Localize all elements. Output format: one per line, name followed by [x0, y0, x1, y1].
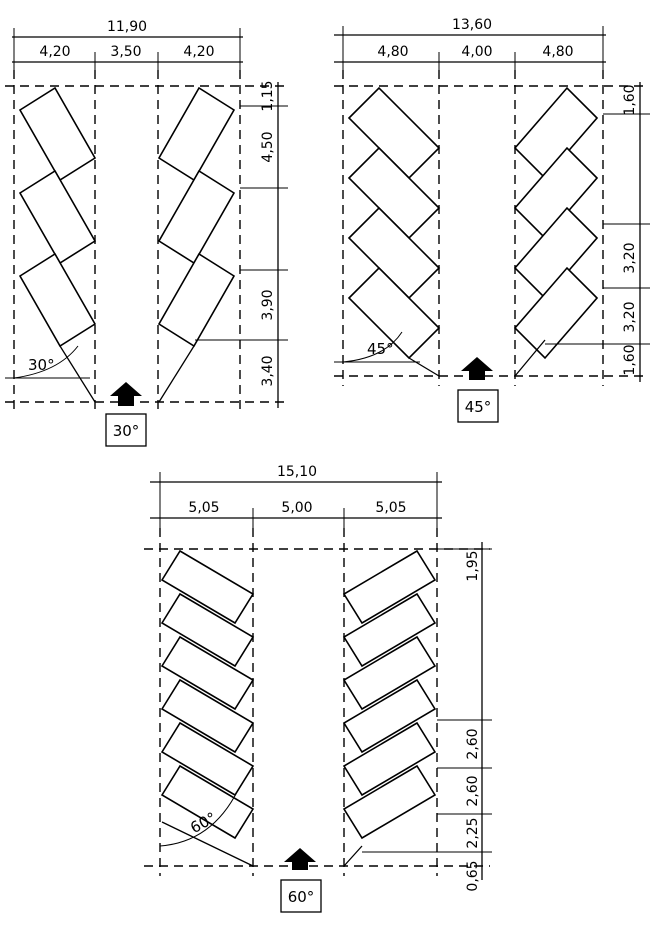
stall — [342, 635, 437, 711]
total-width: 13,60 — [452, 17, 492, 33]
stall — [160, 764, 255, 840]
dim-4: 2,25 — [465, 817, 481, 848]
diagram-30: 11,90 4,20 3,50 4,20 30° 1,15 4,50 3,9 — [5, 19, 288, 447]
stall — [160, 635, 255, 711]
angle-label: 45° — [367, 340, 394, 358]
direction-arrow-icon — [461, 357, 493, 380]
segment-aisle: 3,50 — [110, 44, 141, 60]
segment-left: 4,80 — [377, 44, 408, 60]
total-width: 15,10 — [277, 464, 317, 480]
stall — [342, 549, 437, 625]
dim-3: 2,60 — [465, 775, 481, 806]
total-width: 11,90 — [107, 19, 147, 35]
angle-box-label: 45° — [465, 398, 492, 416]
stall — [513, 266, 599, 360]
diagram-60: 15,10 5,05 5,00 5,05 60° 1,95 — [144, 464, 492, 913]
dim-1: 1,95 — [465, 550, 481, 581]
segment-left: 5,05 — [188, 500, 219, 516]
dim-2: 4,50 — [260, 131, 276, 162]
direction-arrow-icon — [110, 382, 142, 406]
dim-4: 3,40 — [260, 355, 276, 386]
stall — [342, 678, 437, 754]
angle-box-label: 60° — [288, 888, 315, 906]
segment-right: 4,20 — [183, 44, 214, 60]
stall — [18, 86, 97, 182]
dim-4: 1,60 — [622, 344, 638, 375]
dim-1: 1,15 — [260, 80, 276, 111]
dim-3: 3,90 — [260, 289, 276, 320]
dim-2: 2,60 — [465, 728, 481, 759]
stall — [157, 169, 236, 265]
stall — [18, 169, 97, 265]
stall — [160, 721, 255, 797]
segment-left: 4,20 — [39, 44, 70, 60]
segment-right: 4,80 — [542, 44, 573, 60]
segment-aisle: 4,00 — [461, 44, 492, 60]
dim-1: 1,60 — [622, 84, 638, 115]
stall — [342, 764, 437, 840]
dim-3: 3,20 — [622, 301, 638, 332]
stall — [160, 549, 255, 625]
dim-5: 0,65 — [465, 860, 481, 891]
stall — [342, 721, 437, 797]
angle-label: 30° — [28, 356, 55, 374]
segment-right: 5,05 — [375, 500, 406, 516]
dim-2: 3,20 — [622, 242, 638, 273]
segment-aisle: 5,00 — [281, 500, 312, 516]
stall — [157, 86, 236, 182]
stall — [342, 592, 437, 668]
stall — [347, 266, 441, 360]
stall — [160, 678, 255, 754]
diagram-45: 13,60 4,80 4,00 4,80 45° 1,60 3,20 3,20 — [334, 17, 650, 423]
direction-arrow-icon — [284, 848, 316, 870]
angle-box-label: 30° — [113, 422, 140, 440]
stall — [18, 252, 97, 348]
stall — [157, 252, 236, 348]
stall — [160, 592, 255, 668]
